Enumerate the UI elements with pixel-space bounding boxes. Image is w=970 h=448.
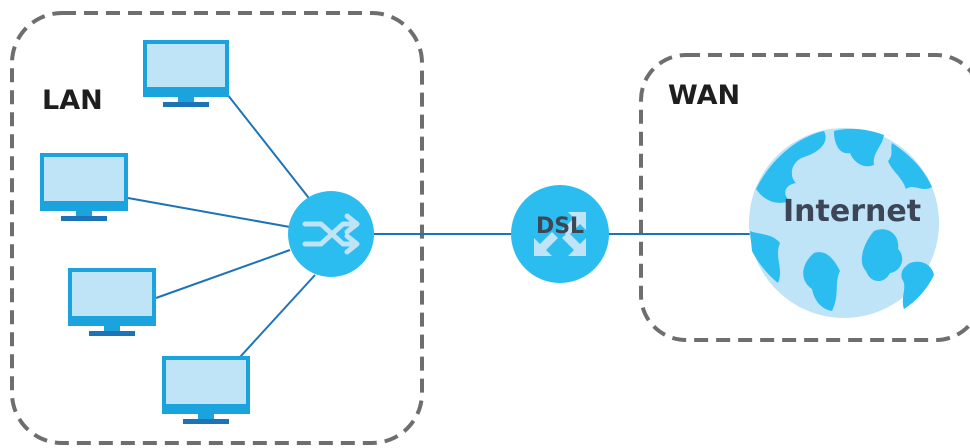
monitor-icon (143, 40, 229, 107)
lan-zone-boundary (10, 11, 424, 445)
network-links (127, 79, 754, 358)
dsl-arrows-icon (534, 212, 586, 256)
link-pc4-switch (239, 274, 316, 358)
computer-1 (143, 40, 229, 107)
link-pc2-switch (127, 197, 291, 228)
computer-4 (162, 356, 250, 424)
monitor-icon (68, 268, 156, 336)
monitor-icon (162, 356, 250, 424)
internet-label: Internet (783, 194, 921, 229)
wan-label: WAN (668, 80, 740, 111)
link-pc1-switch (215, 79, 313, 203)
lan-label: LAN (42, 85, 103, 116)
globe-icon (749, 128, 939, 318)
wan-zone-boundary (639, 53, 970, 342)
monitor-icon (40, 153, 128, 221)
computer-3 (68, 268, 156, 336)
computer-2 (40, 153, 128, 221)
internet-node: Internet (749, 128, 939, 318)
dsl-label: DSL (536, 214, 584, 239)
dsl-node: DSL (511, 185, 609, 283)
switch-arrows-icon (302, 213, 360, 255)
switch-node (288, 191, 374, 277)
link-pc3-switch (155, 249, 291, 299)
